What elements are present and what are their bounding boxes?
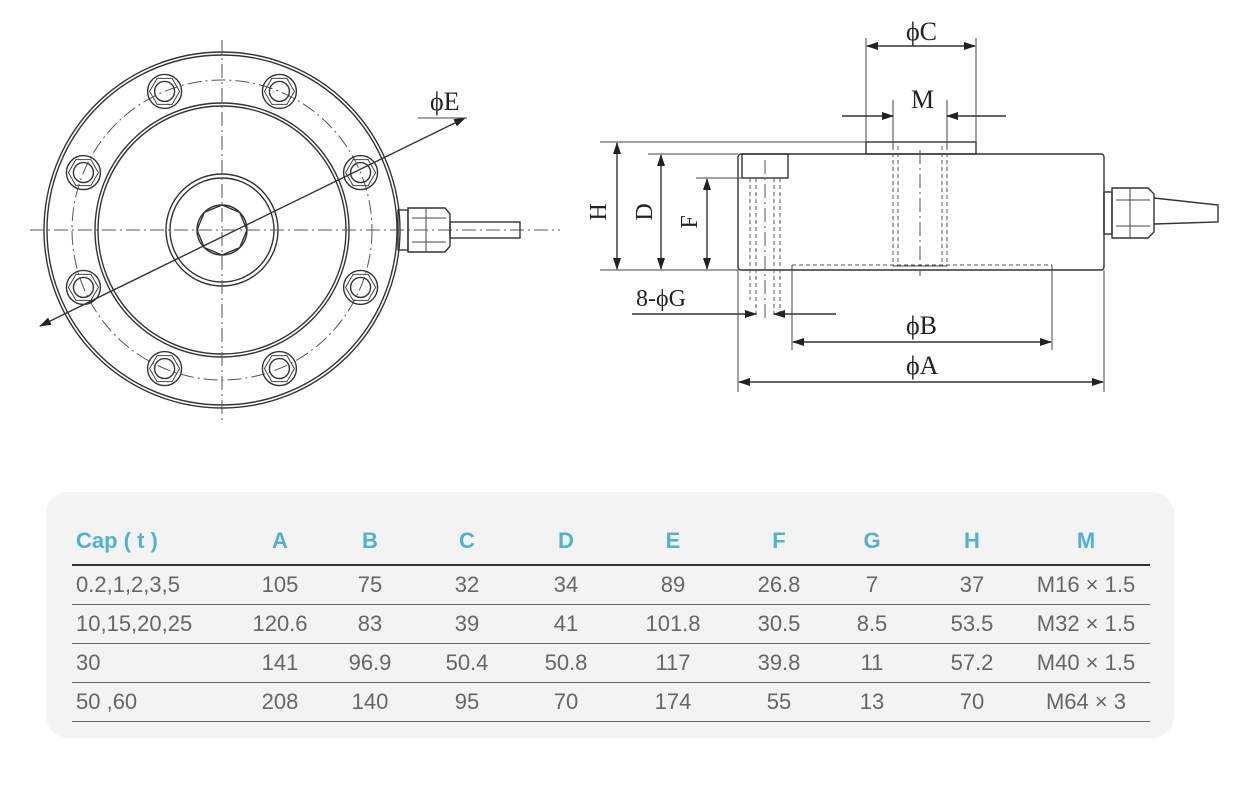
cell-e: 101.8 <box>610 604 736 644</box>
load-cell-technical-drawing: ϕE ϕC <box>30 17 1219 420</box>
cell-cap: 50 ,60 <box>72 682 232 722</box>
label-d: D <box>632 203 658 220</box>
header-d: D <box>522 518 610 566</box>
cell-cap: 10,15,20,25 <box>72 604 232 644</box>
label-dia-a: ϕA <box>906 351 939 380</box>
header-a: A <box>232 518 328 566</box>
table-header-row: Cap ( t ) A B C D E F G H M <box>72 518 1150 566</box>
cell-b: 83 <box>328 604 412 644</box>
cell-b: 140 <box>328 682 412 722</box>
cell-e: 89 <box>610 565 736 605</box>
bolt-hole <box>146 350 183 387</box>
cell-b: 75 <box>328 565 412 605</box>
table-row: 30 141 96.9 50.4 50.8 117 39.8 11 57.2 M… <box>72 643 1150 683</box>
cell-h: 53.5 <box>922 604 1022 644</box>
top-view: ϕE <box>30 40 560 420</box>
cell-cap: 0.2,1,2,3,5 <box>72 565 232 605</box>
cell-g: 11 <box>822 643 922 683</box>
cell-m: M64 × 3 <box>1022 682 1150 722</box>
header-f: F <box>736 518 822 566</box>
table-row: 0.2,1,2,3,5 105 75 32 34 89 26.8 7 37 M1… <box>72 565 1150 605</box>
label-dia-e: ϕE <box>430 87 460 116</box>
cell-d: 70 <box>522 682 610 722</box>
label-m: M <box>911 85 934 114</box>
spec-table: Cap ( t ) A B C D E F G H M 0.2,1,2,3,5 … <box>72 518 1150 722</box>
cell-f: 26.8 <box>736 565 822 605</box>
cell-g: 7 <box>822 565 922 605</box>
cell-m: M16 × 1.5 <box>1022 565 1150 605</box>
bolt-hole <box>261 350 298 387</box>
bolt-hole <box>146 73 183 110</box>
cell-h: 57.2 <box>922 643 1022 683</box>
table-row: 10,15,20,25 120.6 83 39 41 101.8 30.5 8.… <box>72 604 1150 644</box>
cell-a: 141 <box>232 643 328 683</box>
cell-a: 105 <box>232 565 328 605</box>
label-h: H <box>586 203 612 220</box>
cell-f: 39.8 <box>736 643 822 683</box>
cell-cap: 30 <box>72 643 232 683</box>
header-cap: Cap ( t ) <box>72 518 232 566</box>
cell-f: 55 <box>736 682 822 722</box>
cell-g: 13 <box>822 682 922 722</box>
header-b: B <box>328 518 412 566</box>
cell-e: 117 <box>610 643 736 683</box>
header-e: E <box>610 518 736 566</box>
label-holes: 8-ϕG <box>636 286 686 312</box>
cell-b: 96.9 <box>328 643 412 683</box>
header-c: C <box>412 518 522 566</box>
cell-g: 8.5 <box>822 604 922 644</box>
cell-m: M32 × 1.5 <box>1022 604 1150 644</box>
cell-e: 174 <box>610 682 736 722</box>
cell-h: 70 <box>922 682 1022 722</box>
cell-a: 120.6 <box>232 604 328 644</box>
table-row: 50 ,60 208 140 95 70 174 55 13 70 M64 × … <box>72 682 1150 722</box>
label-f: F <box>677 215 703 228</box>
label-dia-c: ϕC <box>906 17 937 46</box>
cell-c: 32 <box>412 565 522 605</box>
cell-f: 30.5 <box>736 604 822 644</box>
cell-h: 37 <box>922 565 1022 605</box>
cell-a: 208 <box>232 682 328 722</box>
cell-c: 50.4 <box>412 643 522 683</box>
side-view: ϕC M H D F 8-ϕG ϕB ϕA <box>586 17 1219 392</box>
header-m: M <box>1022 518 1150 566</box>
cell-d: 34 <box>522 565 610 605</box>
cell-m: M40 × 1.5 <box>1022 643 1150 683</box>
cell-c: 39 <box>412 604 522 644</box>
header-h: H <box>922 518 1022 566</box>
label-dia-b: ϕB <box>906 311 937 340</box>
bolt-hole <box>261 73 298 110</box>
cell-d: 50.8 <box>522 643 610 683</box>
header-g: G <box>822 518 922 566</box>
cell-d: 41 <box>522 604 610 644</box>
cell-c: 95 <box>412 682 522 722</box>
